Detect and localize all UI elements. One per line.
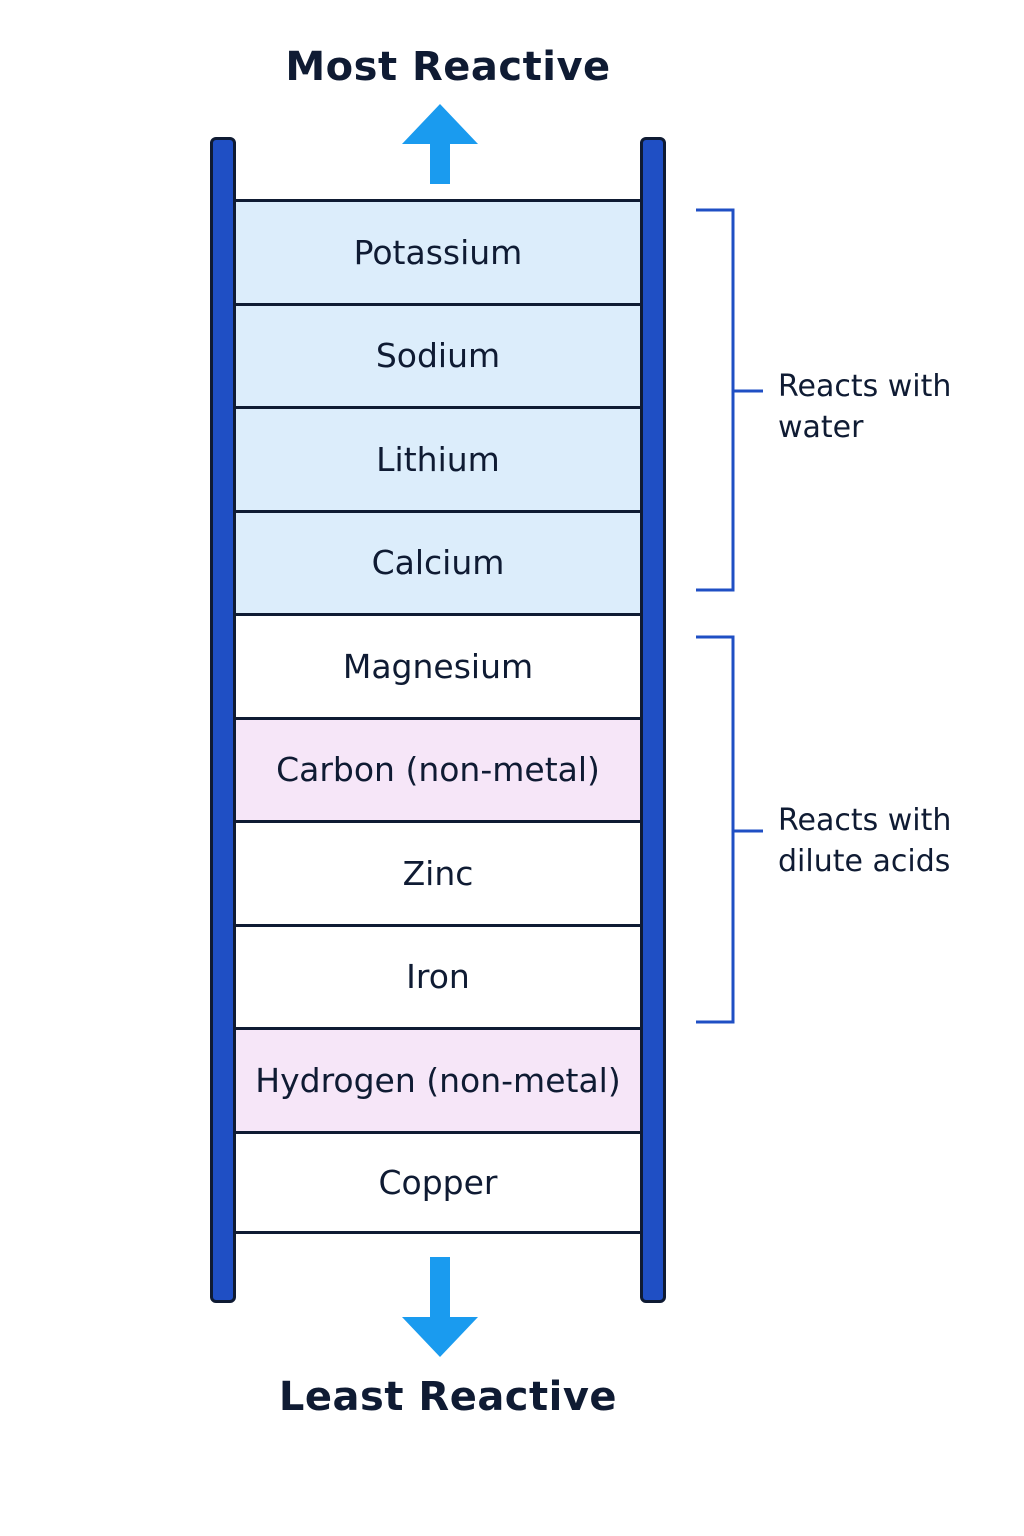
rung-zinc: Zinc	[236, 820, 640, 924]
rung-calcium: Calcium	[236, 509, 640, 613]
rung-lithium: Lithium	[236, 406, 640, 510]
arrow-up-icon	[402, 104, 478, 184]
rung-hydrogen: Hydrogen (non-metal)	[236, 1027, 640, 1131]
rung-magnesium: Magnesium	[236, 613, 640, 717]
ladder-rail-left	[210, 137, 236, 1303]
rung-carbon: Carbon (non-metal)	[236, 716, 640, 820]
title-most-reactive: Most Reactive	[285, 44, 611, 90]
bracket-acids	[696, 635, 763, 1024]
bracket-water	[696, 208, 763, 592]
arrow-down-icon	[402, 1257, 478, 1357]
bracket-label-acids: Reacts with dilute acids	[778, 803, 952, 879]
ladder-rungs: Potassium Sodium Lithium Calcium Magnesi…	[236, 199, 640, 1234]
ladder-rail-right	[640, 137, 666, 1303]
bracket-label-water: Reacts with water	[778, 369, 952, 445]
rung-copper: Copper	[236, 1130, 640, 1234]
title-least-reactive: Least Reactive	[278, 1374, 618, 1420]
rung-sodium: Sodium	[236, 302, 640, 406]
rung-iron: Iron	[236, 923, 640, 1027]
rung-potassium: Potassium	[236, 199, 640, 303]
